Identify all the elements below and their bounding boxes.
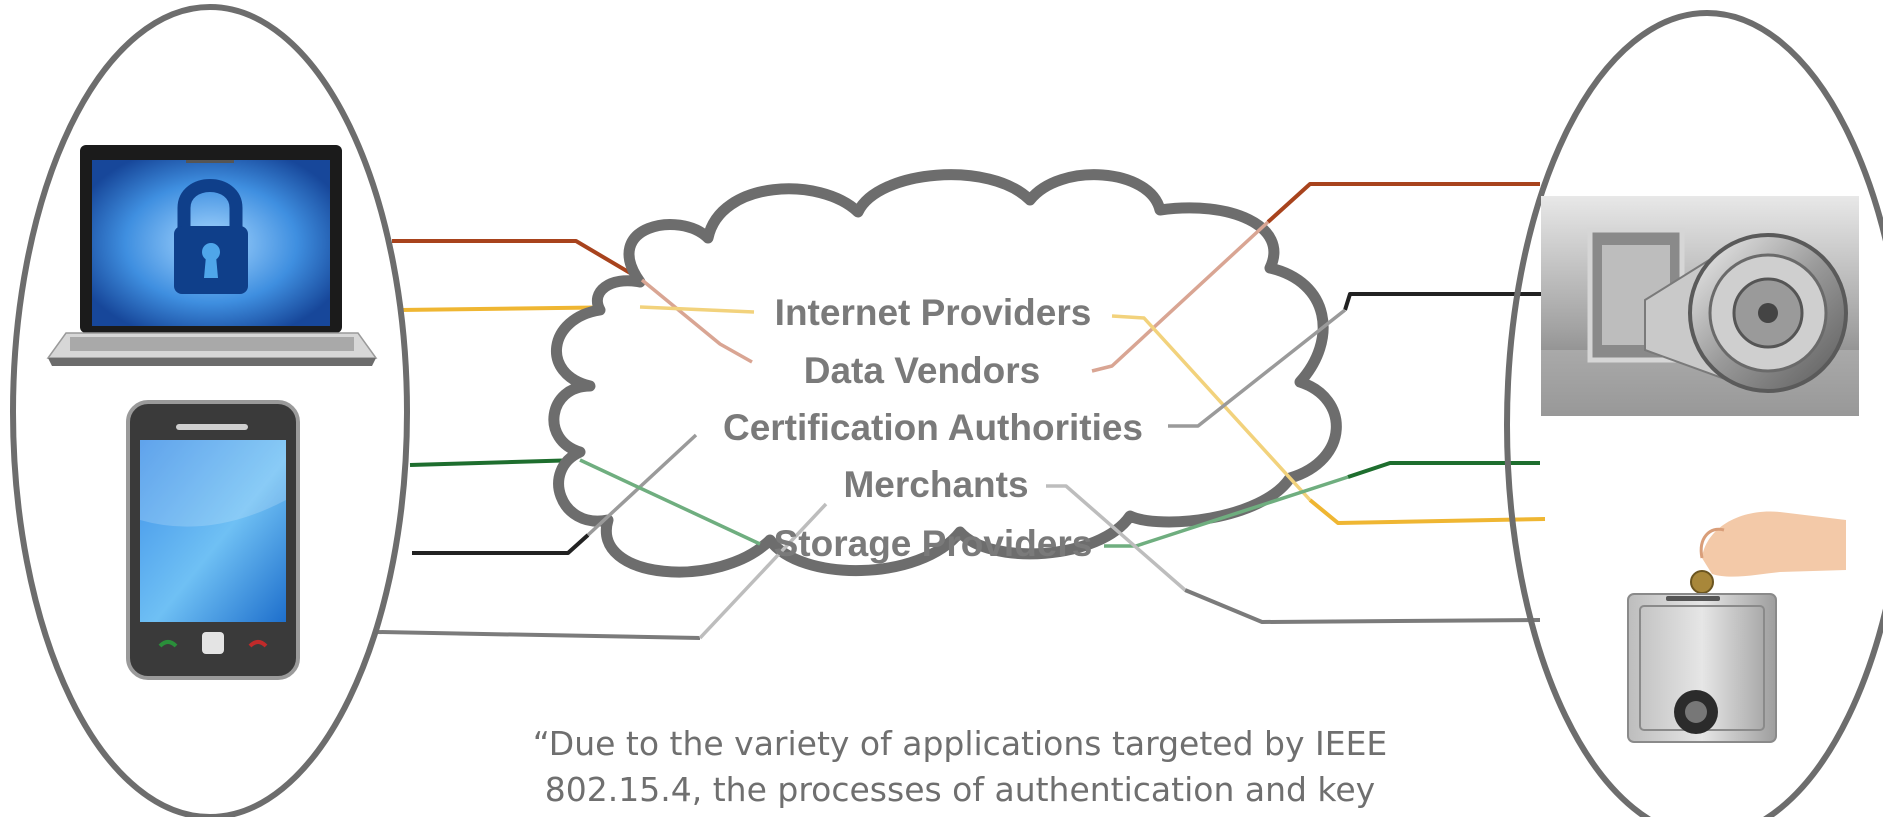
- inner-line-green: [579, 458, 761, 546]
- inner-line-yellow: [639, 305, 755, 314]
- label-data-vendors: Data Vendors: [804, 350, 1040, 391]
- line-rust-right: [1266, 182, 1540, 224]
- label-storage-providers: Storage Providers: [774, 523, 1093, 564]
- laptop-lock-icon: [46, 145, 378, 366]
- line-gray: [377, 630, 701, 640]
- label-certification-authorities: Certification Authorities: [723, 407, 1143, 448]
- quote-text: “Due to the variety of applications targ…: [420, 721, 1500, 813]
- line-black: [412, 533, 590, 555]
- line-black-right: [1343, 292, 1545, 311]
- inner-line-gray-3: [698, 502, 828, 640]
- left-ellipse: [10, 4, 410, 817]
- coin-safe-icon: [1627, 511, 1846, 743]
- line-rust: [392, 239, 644, 282]
- line-green-right: [1347, 461, 1540, 479]
- inner-line-yellow-2: [1111, 314, 1312, 502]
- quote-line-1: “Due to the variety of applications targ…: [532, 724, 1388, 763]
- label-merchants: Merchants: [843, 464, 1028, 505]
- inner-line-gray-2: [1168, 308, 1347, 428]
- inner-line-gray: [586, 433, 698, 537]
- label-internet-providers: Internet Providers: [775, 292, 1092, 333]
- right-ellipse: [1504, 10, 1883, 817]
- line-green: [409, 458, 581, 467]
- bank-vault-icon: [1541, 196, 1859, 416]
- quote-line-2: 802.15.4, the processes of authenticatio…: [544, 770, 1376, 809]
- cloud-shape: [548, 169, 1342, 578]
- inner-line-rust-2: [1091, 220, 1270, 373]
- smartphone-icon: [126, 400, 300, 680]
- inner-line-rust: [640, 278, 753, 364]
- line-gray-right: [1184, 588, 1541, 624]
- inner-line-merchants: [1046, 484, 1187, 592]
- line-yellow-right: [1308, 498, 1546, 525]
